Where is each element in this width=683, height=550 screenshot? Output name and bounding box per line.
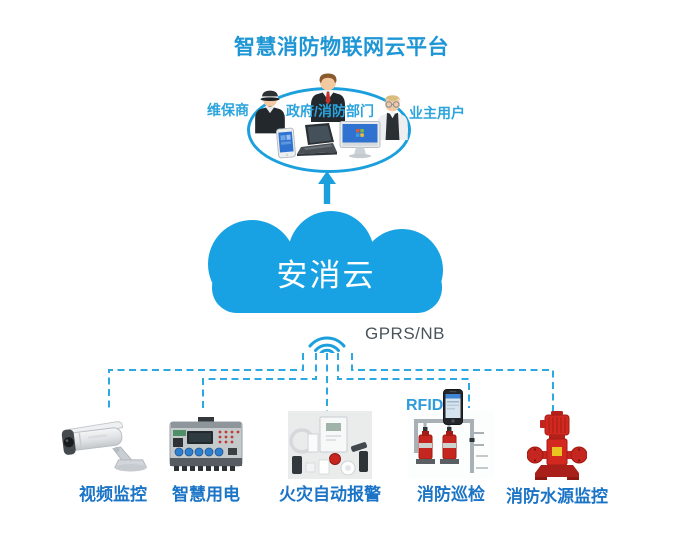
power-module-icon [168,411,244,479]
gprs-nb-label: GPRS/NB [365,324,446,343]
maintenance-label: 维保商 [207,102,249,118]
smartphone-icon [276,127,296,159]
fire-alarm-kit-icon [288,411,372,479]
page-title: 智慧消防物联网云平台 [234,36,449,59]
device-smart-electricity: 智慧用电 [146,411,266,505]
video-surveillance-label: 视频监控 [79,485,147,504]
device-video-surveillance: 视频监控 [48,411,178,505]
maintenance-person-icon [255,90,285,134]
rfid-label: RFID [406,397,444,414]
fire-pump-icon [527,411,587,481]
cloud-name: 安消云 [276,258,376,293]
up-arrow [318,171,336,204]
device-water-monitoring: 消防水源监控 [497,411,617,506]
device-fire-patrol: 消防巡检 [391,411,511,505]
cloud [208,211,443,313]
desktop-monitor-icon [339,121,381,159]
fire-alarm-label: 火灾自动报警 [279,485,381,504]
wifi-signal-icon [308,336,346,353]
cctv-camera-icon [61,411,165,479]
laptop-icon [297,123,337,156]
owner-label: 业主用户 [409,105,465,121]
government-label: 政府/消防部门 [286,103,374,119]
water-monitoring-label: 消防水源监控 [506,487,608,506]
government-person-icon [311,73,345,122]
fire-patrol-label: 消防巡检 [417,485,485,504]
smart-electricity-label: 智慧用电 [172,485,240,504]
device-fire-alarm: 火灾自动报警 [265,411,395,505]
rfid-phone-icon [443,389,463,425]
owner-person-icon [377,95,408,140]
